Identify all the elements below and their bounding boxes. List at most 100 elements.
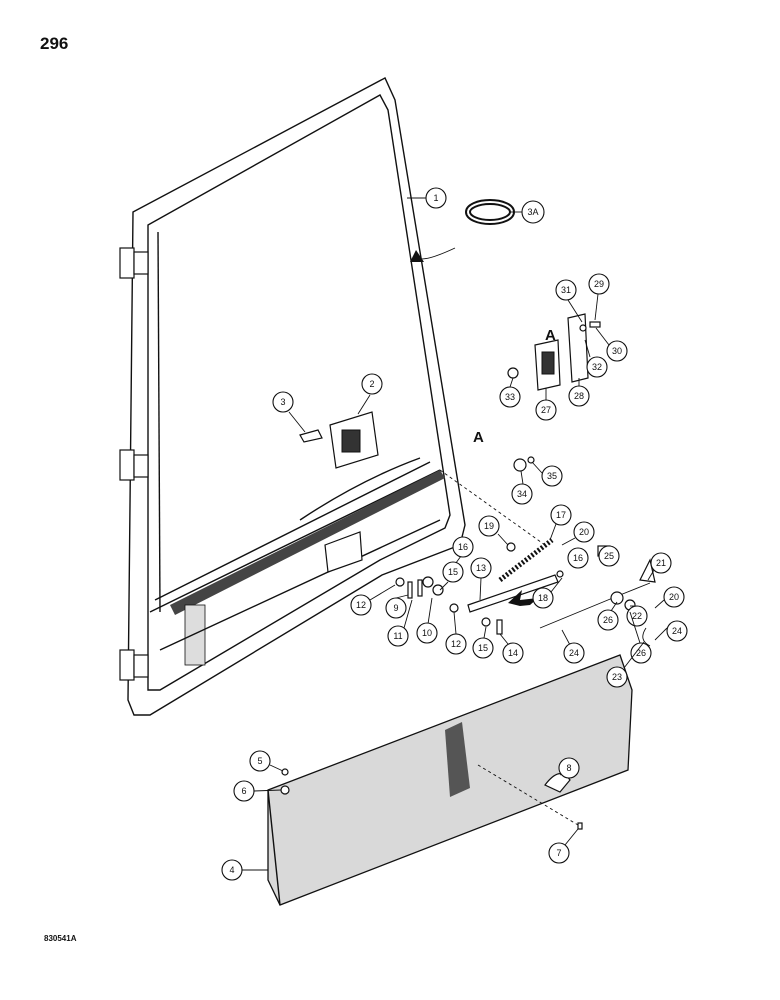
svg-text:25: 25 [604, 551, 614, 561]
callout-14: 14 [499, 633, 524, 664]
callout-35: 35 [531, 461, 563, 487]
door-frame [127, 77, 466, 716]
callout-11: 11 [387, 599, 413, 647]
callout-4: 4 [221, 859, 268, 881]
trim-panel [267, 654, 633, 906]
callout-26-upper: 26 [597, 601, 619, 631]
callout-7: 7 [548, 828, 579, 864]
svg-text:18: 18 [538, 593, 548, 603]
svg-text:3A: 3A [527, 207, 538, 217]
spring-and-rod [439, 469, 554, 582]
svg-text:5: 5 [257, 756, 262, 766]
svg-text:26: 26 [603, 615, 613, 625]
svg-text:24: 24 [672, 626, 682, 636]
reference-letter-a-latch: A [545, 327, 556, 344]
svg-text:16: 16 [573, 553, 583, 563]
svg-text:17: 17 [556, 510, 566, 520]
latch-assembly [534, 313, 589, 391]
callout-1: 1 [407, 187, 447, 209]
svg-text:15: 15 [448, 567, 458, 577]
drawing-code: 830541A [44, 934, 77, 943]
callout-21: 21 [647, 552, 672, 581]
callout-20-lower: 20 [654, 586, 685, 609]
callout-34: 34 [511, 470, 533, 505]
svg-text:24: 24 [569, 648, 579, 658]
svg-text:3: 3 [280, 397, 285, 407]
callout-17: 17 [549, 504, 572, 541]
weatherstrip [410, 199, 515, 262]
callout-26-lower: 26 [629, 611, 652, 664]
svg-text:35: 35 [547, 471, 557, 481]
svg-text:13: 13 [476, 563, 486, 573]
callout-15-upper: 15 [439, 561, 464, 591]
page-number: 296 [40, 34, 69, 53]
svg-text:31: 31 [561, 285, 571, 295]
svg-text:14: 14 [508, 648, 518, 658]
hinge-top [119, 247, 149, 279]
callout-33: 33 [499, 377, 521, 408]
latch-lever [467, 574, 559, 613]
callout-19: 19 [478, 515, 509, 546]
callout-28: 28 [568, 378, 590, 407]
callout-22: 22 [626, 605, 648, 627]
svg-text:33: 33 [505, 392, 515, 402]
linkage-rod [539, 545, 656, 647]
pins [395, 576, 459, 613]
svg-text:12: 12 [356, 600, 366, 610]
callout-3a: 3A [510, 200, 545, 224]
callout-12-left: 12 [350, 584, 396, 616]
callout-13: 13 [470, 557, 492, 601]
svg-text:6: 6 [241, 786, 246, 796]
callout-10: 10 [416, 597, 438, 644]
callout-2: 2 [357, 373, 383, 415]
svg-text:27: 27 [541, 405, 551, 415]
svg-text:4: 4 [229, 865, 234, 875]
svg-text:2: 2 [369, 379, 374, 389]
callout-5: 5 [249, 750, 284, 772]
svg-text:34: 34 [517, 489, 527, 499]
svg-text:32: 32 [592, 362, 602, 372]
panel-screws [280, 764, 583, 830]
svg-text:19: 19 [484, 521, 494, 531]
svg-text:9: 9 [393, 603, 398, 613]
callout-15-lower: 15 [472, 626, 494, 659]
svg-text:15: 15 [478, 643, 488, 653]
svg-text:16: 16 [458, 542, 468, 552]
hinge-middle [119, 449, 149, 481]
callout-8: 8 [558, 757, 580, 779]
svg-text:26: 26 [636, 648, 646, 658]
svg-text:11: 11 [393, 631, 402, 641]
callout-6: 6 [233, 780, 282, 802]
svg-text:7: 7 [556, 848, 561, 858]
svg-text:28: 28 [574, 391, 584, 401]
door-handle [329, 411, 379, 469]
hinge-bottom [119, 649, 149, 681]
svg-text:29: 29 [594, 279, 604, 289]
key [299, 429, 323, 443]
latch-bracket [324, 531, 363, 573]
callout-25: 25 [598, 545, 620, 567]
svg-text:8: 8 [566, 763, 571, 773]
callout-24-left: 24 [561, 629, 585, 664]
callout-31: 31 [555, 279, 583, 323]
svg-text:21: 21 [656, 558, 666, 568]
svg-text:10: 10 [422, 628, 432, 638]
callout-12-right: 12 [445, 611, 467, 655]
callout-29: 29 [588, 273, 610, 321]
callout-27: 27 [535, 388, 557, 421]
svg-text:30: 30 [612, 346, 622, 356]
callout-18: 18 [532, 577, 563, 609]
callout-16-right: 16 [567, 547, 589, 569]
svg-text:12: 12 [451, 639, 461, 649]
svg-text:22: 22 [632, 611, 642, 621]
callout-32: 32 [584, 339, 608, 378]
callout-9: 9 [385, 594, 409, 619]
svg-text:23: 23 [612, 672, 622, 682]
callout-3: 3 [272, 391, 306, 433]
reference-letter-a-door: A [473, 429, 484, 446]
callout-23: 23 [606, 641, 645, 688]
svg-text:20: 20 [669, 592, 679, 602]
callout-30: 30 [595, 327, 628, 362]
svg-text:1: 1 [433, 193, 438, 203]
